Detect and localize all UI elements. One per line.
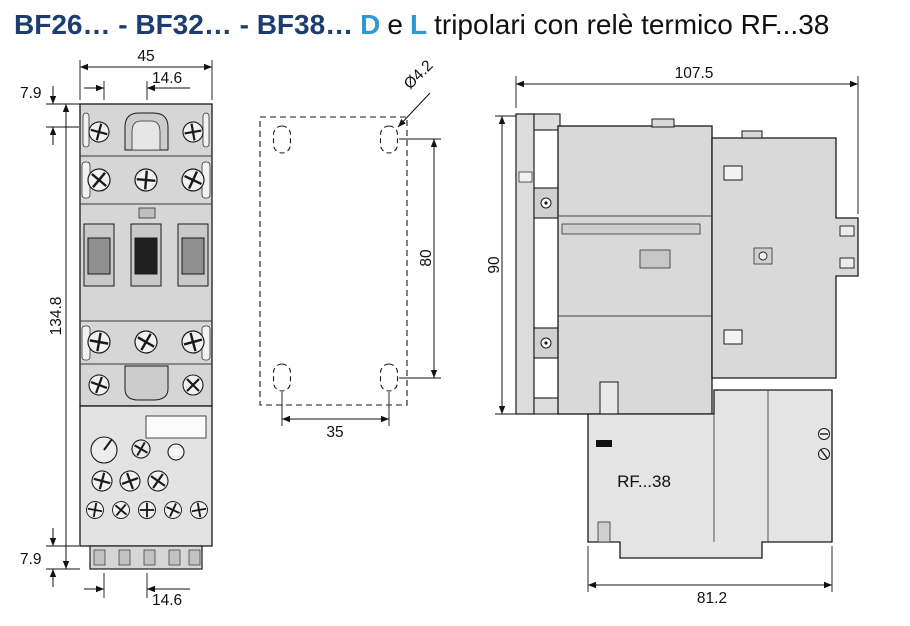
- mounting-outline: [259, 116, 408, 406]
- front-width-bottom-inner-label: 14.6: [152, 592, 182, 609]
- side-depth-total-label: 107.5: [675, 65, 714, 82]
- title-type-l: L: [409, 9, 428, 40]
- front-offset-top-label: 7.9: [20, 85, 42, 102]
- side-view: RF...38 107.5 90 81.2: [486, 65, 859, 607]
- hole-spacing-h-label: 35: [326, 424, 343, 441]
- side-contactor-body: [557, 118, 859, 415]
- hole-spacing-v-label: 80: [418, 249, 435, 267]
- hole-diameter-label: Ø4.2: [401, 57, 437, 93]
- mounting-hole-plan: Ø4.2 80 35: [259, 57, 441, 441]
- title-conjunction: e: [387, 9, 403, 40]
- contactor-face: [79, 102, 213, 407]
- front-width-top-inner-label: 14.6: [152, 70, 182, 87]
- technical-drawing: 45 14.6 7.9 134.8 7.9 14.6: [20, 48, 859, 609]
- front-view-dimensions: 45 14.6 7.9 134.8 7.9 14.6: [20, 48, 213, 609]
- side-thermal-relay: RF...38: [587, 381, 833, 559]
- reset-knob: [131, 439, 151, 459]
- side-view-dimensions: 107.5 90 81.2: [486, 65, 859, 607]
- front-width-top-label: 45: [137, 48, 154, 65]
- title-type-d: D: [360, 9, 381, 40]
- side-mounting-bracket: [515, 112, 561, 415]
- mounting-holes: [272, 125, 399, 392]
- front-view: 45 14.6 7.9 134.8 7.9 14.6: [20, 48, 213, 609]
- thermal-relay-face: [79, 404, 213, 570]
- front-offset-bottom-label: 7.9: [20, 551, 42, 568]
- title-description: tripolari con relè termico RF...38: [434, 9, 830, 40]
- title-models: BF26… - BF32… - BF38…: [14, 9, 354, 40]
- front-height-label: 134.8: [48, 296, 65, 335]
- relay-model-label: RF...38: [617, 472, 671, 491]
- side-height-label: 90: [486, 256, 503, 274]
- bottom-clip: [124, 365, 169, 401]
- test-button: [167, 443, 185, 461]
- side-relay-depth-label: 81.2: [697, 590, 727, 607]
- pole-windows: [83, 223, 209, 287]
